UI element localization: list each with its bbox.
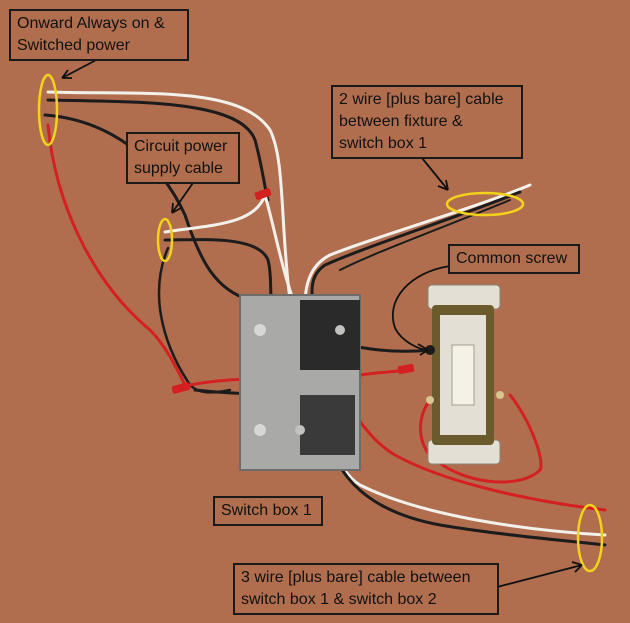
switch-box-inner-2 [300, 395, 355, 455]
wire-nut-2 [171, 382, 191, 394]
traveler-cable-arrow [496, 561, 583, 588]
label-two-wire-cable: 2 wire [plus bare] cable between fixture… [331, 85, 523, 159]
fixture-cable-marker [445, 191, 525, 217]
box-screw-2 [254, 424, 266, 436]
wire-nuts [171, 188, 415, 394]
supply-arrow [171, 179, 196, 214]
supply-cable-marker [156, 217, 174, 263]
traveler-red-to-switch [419, 393, 543, 484]
fixture-arrow [421, 157, 449, 191]
wire-nut-3 [397, 363, 415, 375]
label-circuit-power: Circuit power supply cable [126, 132, 240, 184]
traveler-cable-marker [576, 503, 604, 573]
onward-black-wire [43, 113, 252, 302]
onward-cable-marker [37, 73, 59, 147]
three-way-switch [425, 284, 504, 465]
box-screw-4 [295, 425, 305, 435]
label-switch-box: Switch box 1 [213, 496, 323, 526]
label-common-screw: Common screw [448, 244, 580, 274]
fixture-white-wire [303, 183, 532, 307]
onward-white-wire [46, 90, 292, 302]
annotation-arrows [61, 57, 583, 588]
switch-toggle [451, 344, 475, 406]
fixture-black-wire [310, 190, 522, 302]
traveler-screw-1 [426, 396, 434, 404]
onward-red-wire [46, 123, 187, 387]
common-screw-arrow [391, 265, 451, 356]
switch-box-inner [300, 300, 360, 370]
supply-ground-wire [157, 246, 232, 394]
cable-markers [37, 73, 604, 573]
switch-box-1 [239, 294, 361, 471]
box-screw-3 [335, 325, 345, 335]
fixture-ground-wire [339, 199, 511, 271]
onward-arrow [61, 57, 101, 79]
common-screw [425, 345, 435, 355]
traveler-screw-2 [496, 391, 504, 399]
box-screw-1 [254, 324, 266, 336]
label-onward-power: Onward Always on & Switched power [9, 9, 189, 61]
onward-black-wire-2 [46, 98, 270, 202]
wire-nut-1 [254, 188, 272, 200]
label-three-wire-cable: 3 wire [plus bare] cable between switch … [233, 563, 499, 615]
